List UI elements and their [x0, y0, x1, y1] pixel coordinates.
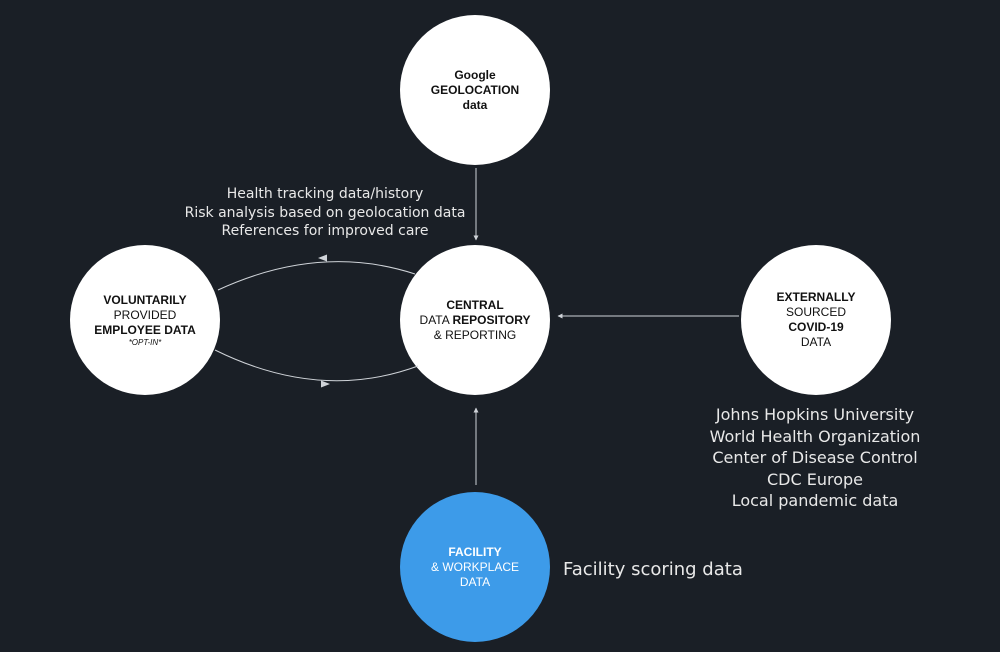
facility-line-3: DATA — [459, 574, 491, 589]
central-line-2-a: DATA — [419, 312, 453, 327]
facility-line-1: FACILITY — [448, 544, 502, 559]
arrowhead-top-arc — [318, 254, 327, 262]
facility-line-2: & WORKPLACE — [430, 559, 520, 574]
node-google-geolocation: Google GEOLOCATION data — [400, 15, 550, 165]
google-line-1: Google — [454, 67, 496, 82]
node-central-circle — [400, 245, 550, 395]
connector-employee-to-central-arc — [214, 349, 419, 382]
central-line-2-b: REPOSITORY — [452, 312, 531, 327]
node-google-circle — [400, 15, 550, 165]
source-item: Center of Disease Control — [712, 448, 918, 468]
health-caption-line: Health tracking data/history — [226, 186, 424, 202]
arrowhead-bottom-arc — [321, 380, 330, 388]
source-item: Local pandemic data — [731, 491, 899, 511]
external-line-4: DATA — [800, 335, 832, 349]
external-line-2: SOURCED — [785, 305, 846, 319]
source-item: Johns Hopkins University — [715, 405, 915, 424]
connector-central-to-employee-arc — [217, 261, 416, 291]
health-tracking-caption: Health tracking data/history Risk analys… — [170, 185, 480, 241]
external-line-3: COVID-19 — [788, 320, 844, 334]
health-caption-line: Risk analysis based on geolocation data — [184, 204, 466, 221]
google-line-3: data — [462, 97, 488, 112]
external-sources-caption: Johns Hopkins University World Health Or… — [690, 404, 940, 512]
central-line-2: DATA REPOSITORY — [420, 313, 531, 328]
central-line-3: & REPORTING — [433, 327, 517, 342]
node-facility-workplace-data: FACILITY & WORKPLACE DATA — [400, 492, 550, 642]
central-line-1: CENTRAL — [446, 297, 504, 312]
node-facility-circle — [400, 492, 550, 642]
node-external-circle — [741, 245, 891, 395]
source-item: CDC Europe — [766, 469, 863, 489]
node-employee-data: VOLUNTARILY PROVIDED EMPLOYEE DATA *OPT-… — [70, 245, 220, 395]
node-central-repository: CENTRAL DATA REPOSITORY & REPORTING — [400, 245, 550, 395]
node-employee-circle — [70, 245, 220, 395]
employee-opt-in-note: *OPT-IN* — [128, 337, 162, 347]
employee-line-1: VOLUNTARILY — [103, 292, 187, 307]
node-external-covid-data: EXTERNALLY SOURCED COVID-19 DATA — [741, 245, 891, 395]
external-line-1: EXTERNALLY — [776, 290, 856, 304]
employee-line-3: EMPLOYEE DATA — [94, 322, 196, 337]
source-item: World Health Organization — [709, 426, 921, 446]
google-line-2: GEOLOCATION — [430, 82, 520, 97]
employee-line-2: PROVIDED — [113, 307, 177, 322]
health-caption-line: References for improved care — [221, 223, 429, 239]
facility-scoring-caption: Facility scoring data — [563, 559, 743, 580]
